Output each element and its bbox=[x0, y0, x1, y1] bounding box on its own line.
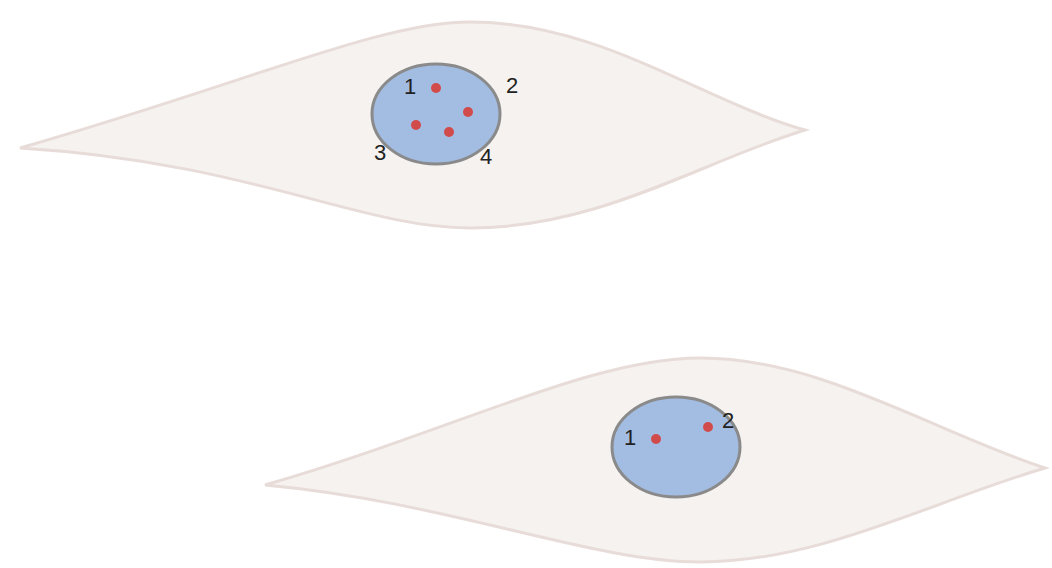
callout-number: 2 bbox=[506, 75, 518, 97]
dot bbox=[431, 83, 441, 93]
dot bbox=[444, 127, 454, 137]
dot bbox=[703, 422, 713, 432]
callout-number: 3 bbox=[374, 142, 386, 164]
callout-number: 1 bbox=[404, 76, 416, 98]
callout-number: 1 bbox=[624, 427, 636, 449]
callout-number: 4 bbox=[480, 146, 492, 168]
dot bbox=[463, 107, 473, 117]
dot bbox=[411, 120, 421, 130]
cell-body bbox=[265, 358, 1045, 562]
nucleus bbox=[612, 397, 740, 497]
dot bbox=[651, 434, 661, 444]
cell-body bbox=[20, 22, 805, 228]
callout-number: 2 bbox=[722, 410, 734, 432]
